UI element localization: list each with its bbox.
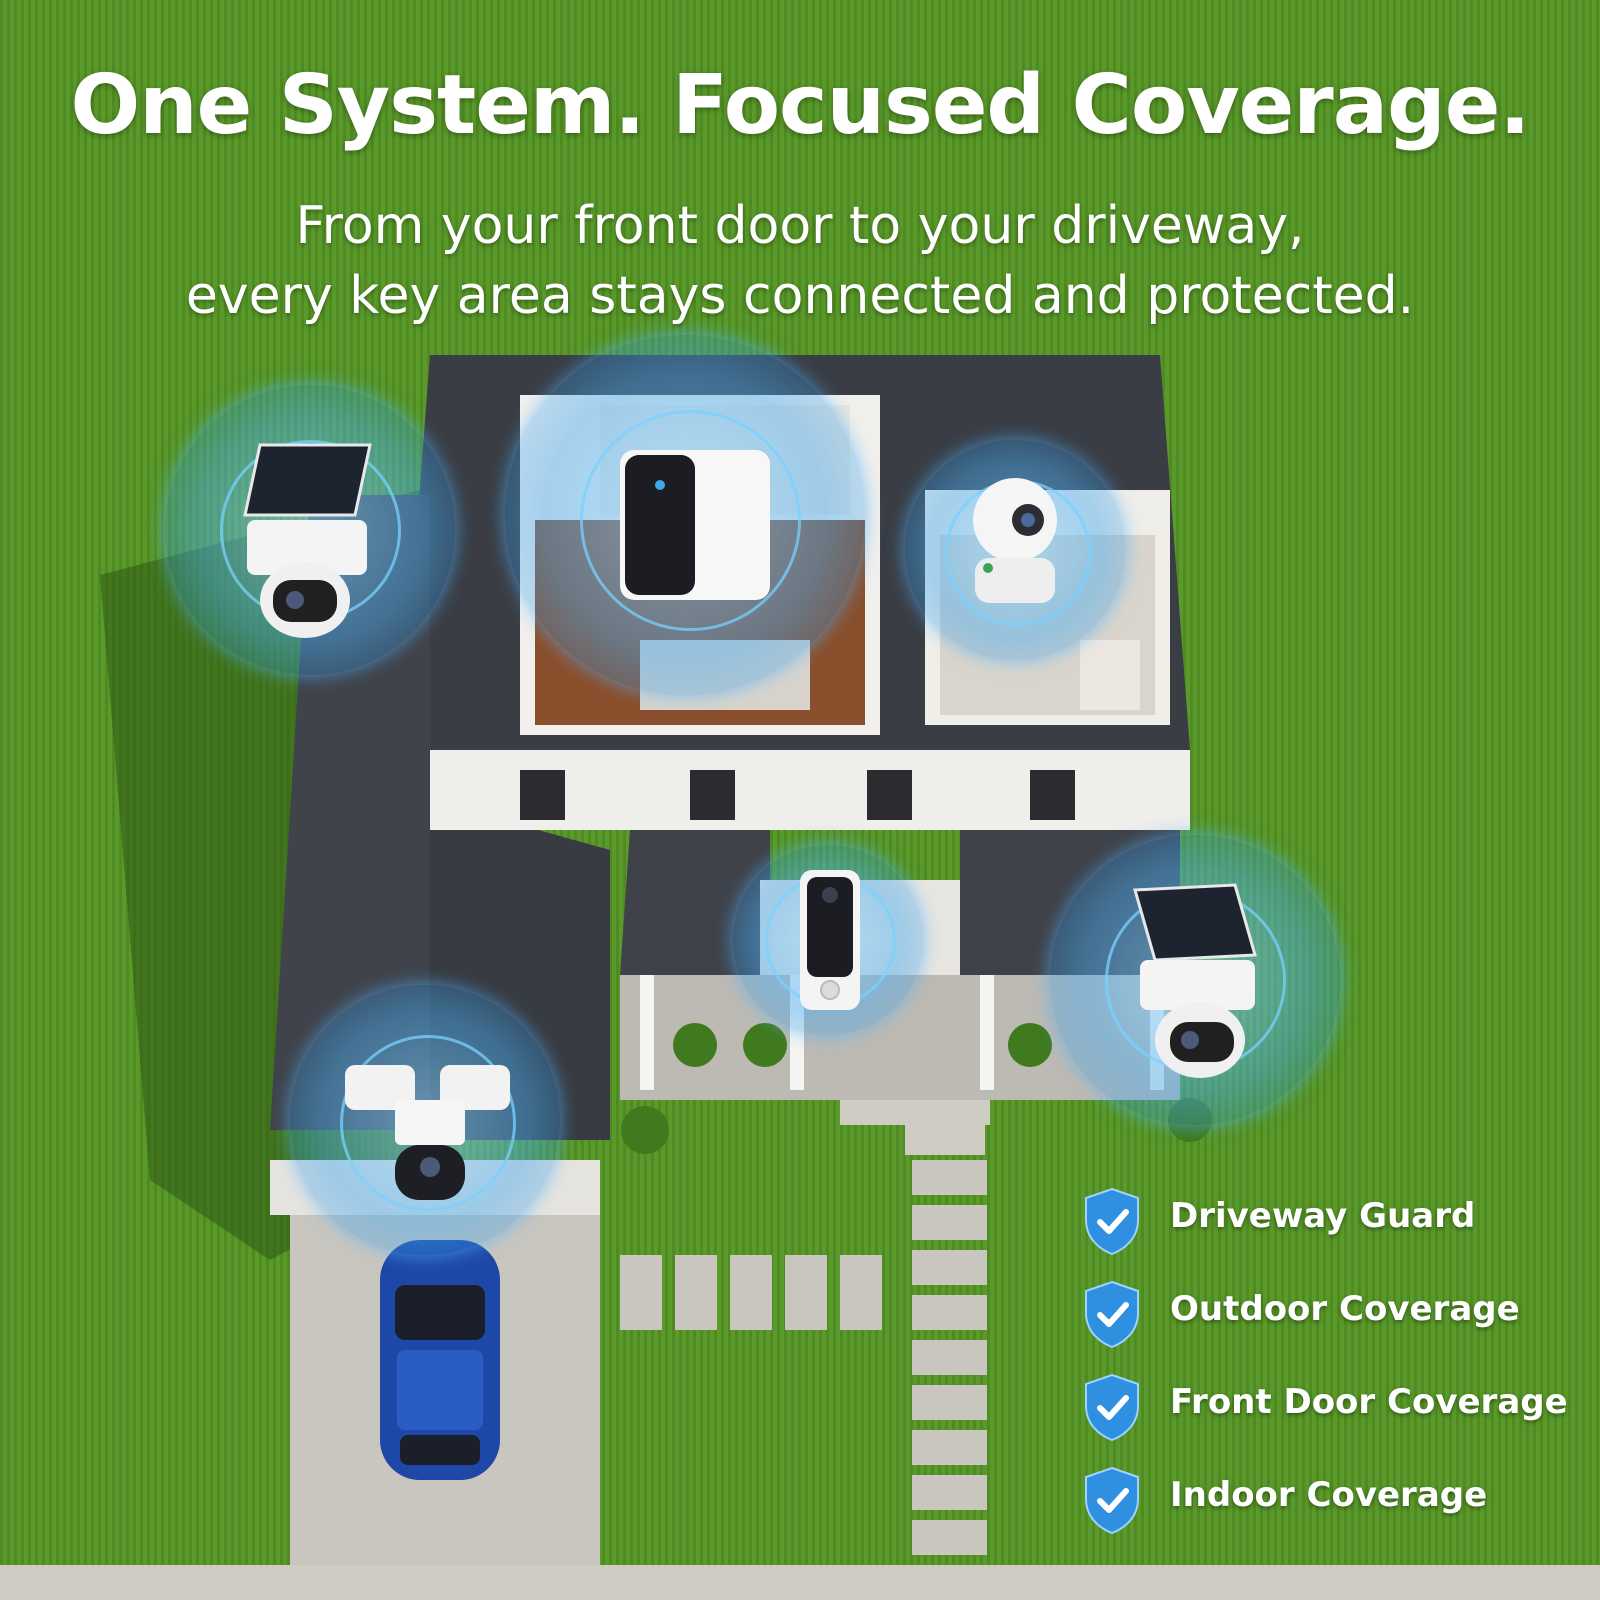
car-illustration [380, 1240, 500, 1480]
solar-camera-icon [243, 443, 372, 638]
feature-driveway-guard: Driveway Guard [1082, 1186, 1562, 1256]
feature-label: Front Door Coverage [1170, 1382, 1568, 1422]
page-subtitle-line-1: From your front door to your driveway, [295, 196, 1305, 256]
feature-indoor-coverage: Indoor Coverage [1082, 1465, 1562, 1535]
check-shield-icon [1085, 1373, 1139, 1442]
video-doorbell-icon [800, 870, 860, 1010]
coverage-ring-floodlight-camera [340, 1035, 516, 1211]
feature-label: Indoor Coverage [1170, 1475, 1488, 1515]
floodlight-camera-icon [345, 1065, 510, 1200]
feature-label: Driveway Guard [1170, 1196, 1476, 1236]
check-shield-icon [1085, 1466, 1139, 1535]
check-shield-icon [1085, 1187, 1139, 1256]
page-title: One System. Focused Coverage. [70, 58, 1530, 153]
solar-camera-right-icon [1133, 883, 1257, 1078]
feature-label: Outdoor Coverage [1170, 1289, 1520, 1329]
indoor-camera-icon [973, 478, 1057, 603]
page-subtitle-line-2: every key area stays connected and prote… [185, 266, 1415, 326]
feature-front-door-coverage: Front Door Coverage [1082, 1372, 1568, 1442]
coverage-ring-home-hub [580, 410, 801, 631]
home-hub-icon [620, 450, 770, 600]
feature-outdoor-coverage: Outdoor Coverage [1082, 1279, 1562, 1349]
check-shield-icon [1085, 1280, 1139, 1349]
